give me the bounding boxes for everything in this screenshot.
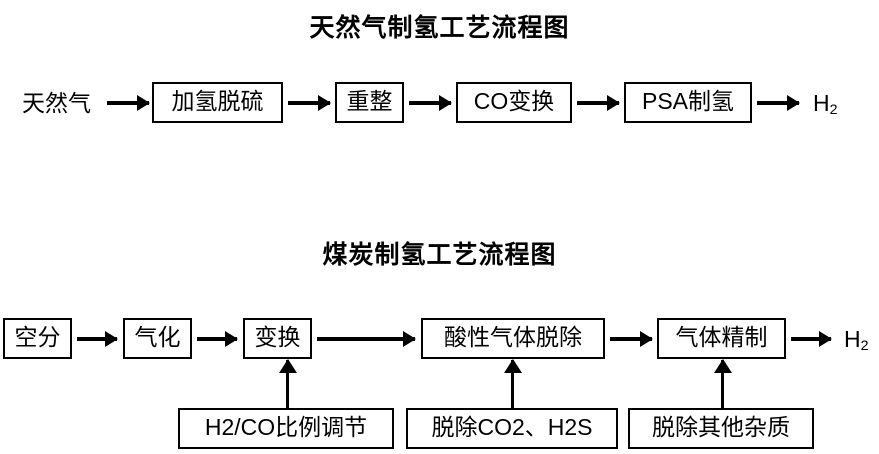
annotation-box-ratio-adjustment: H2/CO比例调节 (178, 408, 394, 449)
process-box-label: 加氢脱硫 (171, 88, 264, 114)
process-box-air-separation: 空分 (3, 318, 72, 359)
process-box-label: 重整 (346, 88, 393, 114)
process-box-shift-conversion: 变换 (243, 318, 312, 359)
process-box-label: 气化 (134, 324, 181, 350)
arrow-shift-to-acid-gas-removal (317, 337, 415, 341)
arrow-step3-to-step4 (577, 101, 619, 105)
process-box-acid-gas-removal: 酸性气体脱除 (421, 318, 605, 359)
process-box-reforming: 重整 (335, 82, 404, 123)
diagram-title-natural-gas: 天然气制氢工艺流程图 (309, 14, 570, 42)
output-label-hydrogen: H2 (813, 90, 838, 119)
arrow-acid-gas-removal-to-purification (610, 337, 652, 341)
process-box-label: CO变换 (473, 88, 555, 114)
process-box-label: 气体精制 (675, 324, 768, 350)
arrow-step2-to-step3 (409, 101, 451, 105)
annotation-box-other-impurities: 脱除其他杂质 (628, 408, 814, 449)
arrow-natural-gas-to-step1 (107, 101, 149, 105)
arrow-gasification-to-shift (197, 337, 237, 341)
process-box-label: 酸性气体脱除 (444, 324, 582, 350)
annotation-box-label: H2/CO比例调节 (204, 414, 368, 440)
output-label-subscript: 2 (860, 338, 869, 355)
arrow-step1-to-step2 (288, 101, 330, 105)
output-label-base: H (844, 326, 861, 352)
arrow-co2-h2s-removal-to-acid-gas-removal (511, 360, 514, 408)
process-box-label: 变换 (254, 324, 301, 350)
arrow-step4-to-output (757, 101, 799, 105)
input-label-natural-gas: 天然气 (22, 90, 91, 116)
process-box-co-shift: CO变换 (456, 82, 572, 123)
annotation-box-co2-h2s-removal: 脱除CO2、H2S (406, 408, 618, 449)
arrow-purification-to-output (791, 337, 831, 341)
arrow-air-separation-to-gasification (77, 337, 117, 341)
annotation-box-label: 脱除CO2、H2S (431, 414, 593, 440)
arrow-other-impurities-to-purification (721, 360, 724, 408)
diagram-title-coal: 煤炭制氢工艺流程图 (322, 241, 557, 269)
annotation-box-label: 脱除其他杂质 (652, 414, 790, 440)
output-label-base: H (813, 90, 830, 116)
process-box-hydrodesulfurization: 加氢脱硫 (152, 82, 283, 123)
process-box-gas-purification: 气体精制 (657, 318, 786, 359)
process-box-gasification: 气化 (123, 318, 192, 359)
output-label-hydrogen-coal: H2 (844, 326, 869, 355)
process-box-psa-hydrogen: PSA制氢 (624, 82, 752, 123)
arrow-ratio-adjust-to-shift (286, 360, 289, 408)
output-label-subscript: 2 (829, 102, 838, 119)
process-box-label: PSA制氢 (641, 88, 735, 114)
process-box-label: 空分 (14, 324, 61, 350)
